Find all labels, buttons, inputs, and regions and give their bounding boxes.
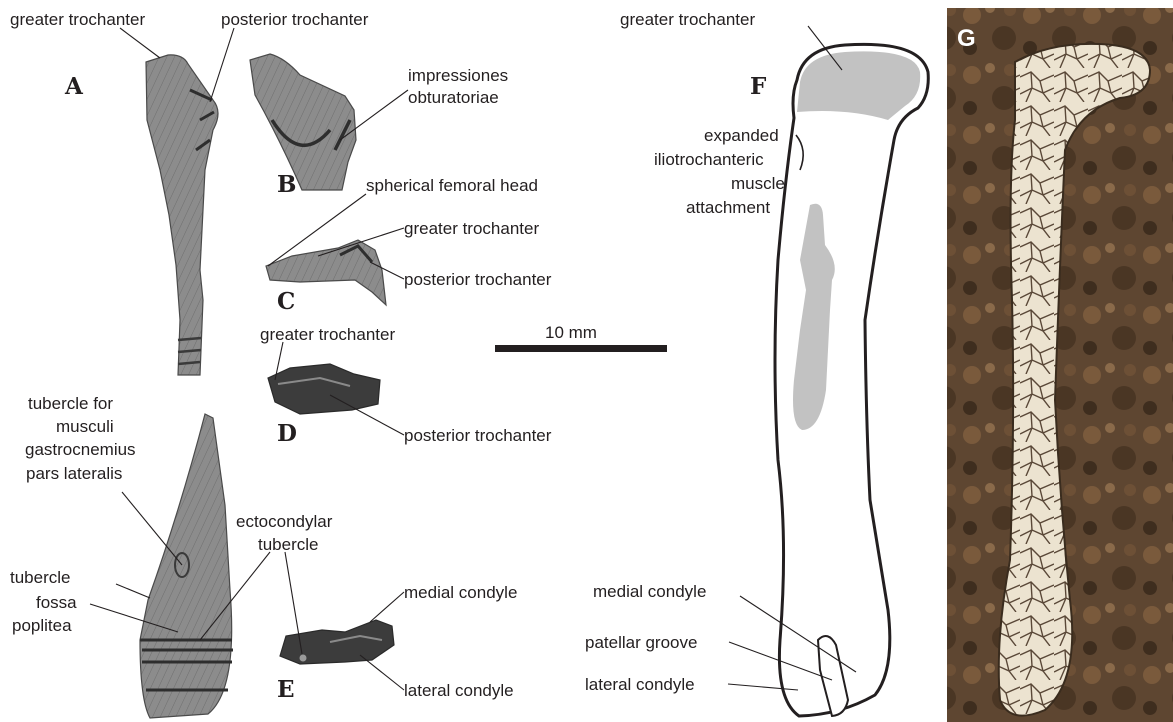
label-greater-trochanter-f: greater trochanter <box>620 10 755 29</box>
panel-d: D <box>268 364 380 447</box>
panel-label-e: E <box>277 676 295 703</box>
femur-proximal-posterior-view <box>250 54 356 190</box>
label-expanded-line4: attachment <box>686 198 770 217</box>
label-posterior-trochanter-c: posterior trochanter <box>404 270 552 289</box>
panel-label-b: B <box>277 171 296 198</box>
label-fossa-line2: poplitea <box>12 616 72 635</box>
label-greater-trochanter-c: greater trochanter <box>404 219 539 238</box>
label-ectocondylar-line2: tubercle <box>258 535 318 554</box>
label-spherical-femoral-head: spherical femoral head <box>366 176 538 195</box>
label-expanded-line3: muscle <box>731 174 785 193</box>
panel-c: C <box>266 240 386 315</box>
femur-proximal-view-d <box>268 364 380 414</box>
scale-bar: 10 mm <box>495 323 667 352</box>
label-tubercle: tubercle <box>10 568 70 587</box>
label-medial-condyle-e: medial condyle <box>404 583 517 602</box>
label-tubercle-for-line3: gastrocnemius <box>25 440 136 459</box>
label-impressiones-line2: obturatoriae <box>408 88 499 107</box>
panel-f: F <box>750 44 928 716</box>
panel-label-d: D <box>277 420 297 447</box>
label-greater-trochanter-a: greater trochanter <box>10 10 145 29</box>
label-tubercle-for-line2: musculi <box>56 417 114 436</box>
panel-a: A <box>64 55 218 375</box>
label-fossa-line1: fossa <box>36 593 77 612</box>
label-lateral-condyle-f: lateral condyle <box>585 675 695 694</box>
label-expanded-line1: expanded <box>704 126 779 145</box>
panel-g: G <box>947 8 1173 722</box>
label-impressiones-line1: impressiones <box>408 66 508 85</box>
label-posterior-trochanter-a: posterior trochanter <box>221 10 369 29</box>
label-expanded-line2: iliotrochanteric <box>654 150 764 169</box>
annotations: greater trochanter posterior trochanter … <box>10 10 785 700</box>
panel-label-a: A <box>64 73 84 100</box>
panel-label-f: F <box>750 73 767 100</box>
panel-b: B <box>250 54 356 198</box>
label-tubercle-for-line4: pars lateralis <box>26 464 122 483</box>
label-greater-trochanter-d: greater trochanter <box>260 325 395 344</box>
panel-e: E <box>277 620 394 703</box>
label-medial-condyle-f: medial condyle <box>593 582 706 601</box>
label-lateral-condyle-e: lateral condyle <box>404 681 514 700</box>
label-posterior-trochanter-d: posterior trochanter <box>404 426 552 445</box>
femur-proximal-anterior-view <box>146 55 218 375</box>
label-patellar-groove: patellar groove <box>585 633 697 652</box>
panel-label-c: C <box>277 288 295 315</box>
femur-distal-anterior-view <box>140 414 233 718</box>
panel-label-g: G <box>957 25 976 52</box>
label-tubercle-for-line1: tubercle for <box>28 394 113 413</box>
scale-bar-label: 10 mm <box>545 323 597 342</box>
label-ectocondylar-line1: ectocondylar <box>236 512 333 531</box>
